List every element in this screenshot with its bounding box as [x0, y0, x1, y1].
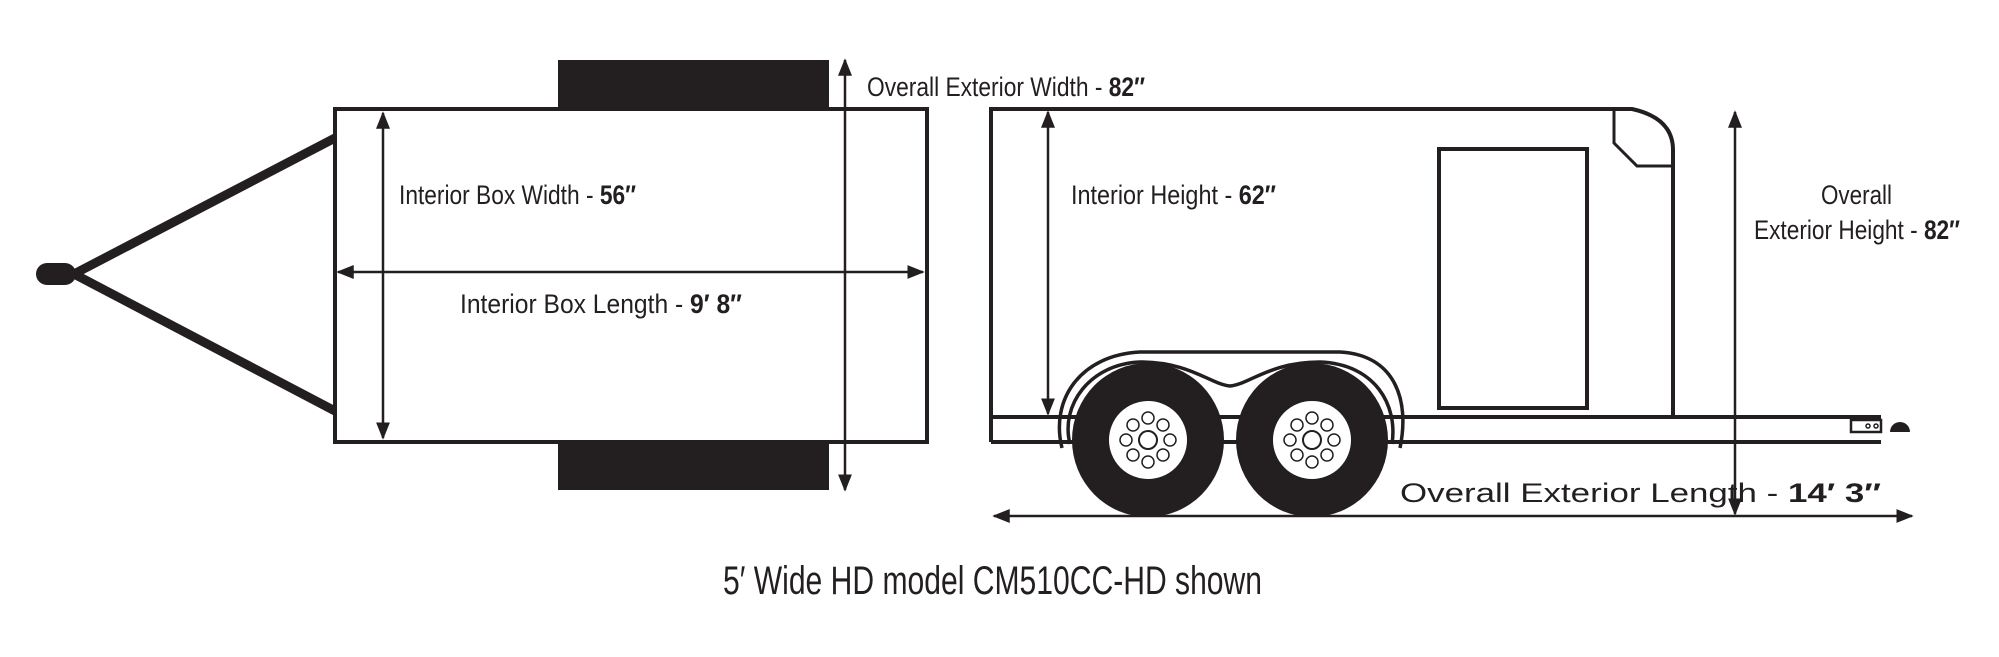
wheel-front: [1072, 363, 1224, 517]
trailer-body-outline: [989, 107, 1675, 442]
overall-height-label: Exterior Height - 82″: [1754, 215, 1960, 245]
fender: [1057, 350, 1405, 449]
interior-height-label: Interior Height - 62″: [1071, 180, 1276, 210]
hitch-coupler: [36, 263, 76, 285]
overall-length-label: Overall Exterior Length - 14′ 3″: [1400, 478, 1881, 508]
interior-width-label: Interior Box Width - 56″: [399, 180, 636, 210]
trailer-box-top-view: [333, 107, 929, 444]
rear-hitch: [1849, 418, 1910, 434]
diagram-caption: 5′ Wide HD model CM510CC-HD shown: [723, 559, 1262, 603]
tongue: [36, 134, 338, 415]
top-tire-bottom: [558, 442, 829, 490]
overall-height-label-line1: Overall: [1821, 180, 1892, 210]
interior-length-label: Interior Box Length - 9′ 8″: [460, 289, 742, 319]
side-view: Interior Height - 62″ Overall Exterior H…: [989, 107, 1960, 523]
top-view: Overall Exterior Width - 82″ Interior Bo…: [36, 58, 1145, 492]
wheel-rear: [1236, 363, 1388, 517]
nose-cap: [1612, 111, 1673, 168]
top-tire-top: [558, 60, 829, 108]
side-door: [1437, 147, 1589, 410]
overall-width-label: Overall Exterior Width - 82″: [867, 72, 1145, 102]
